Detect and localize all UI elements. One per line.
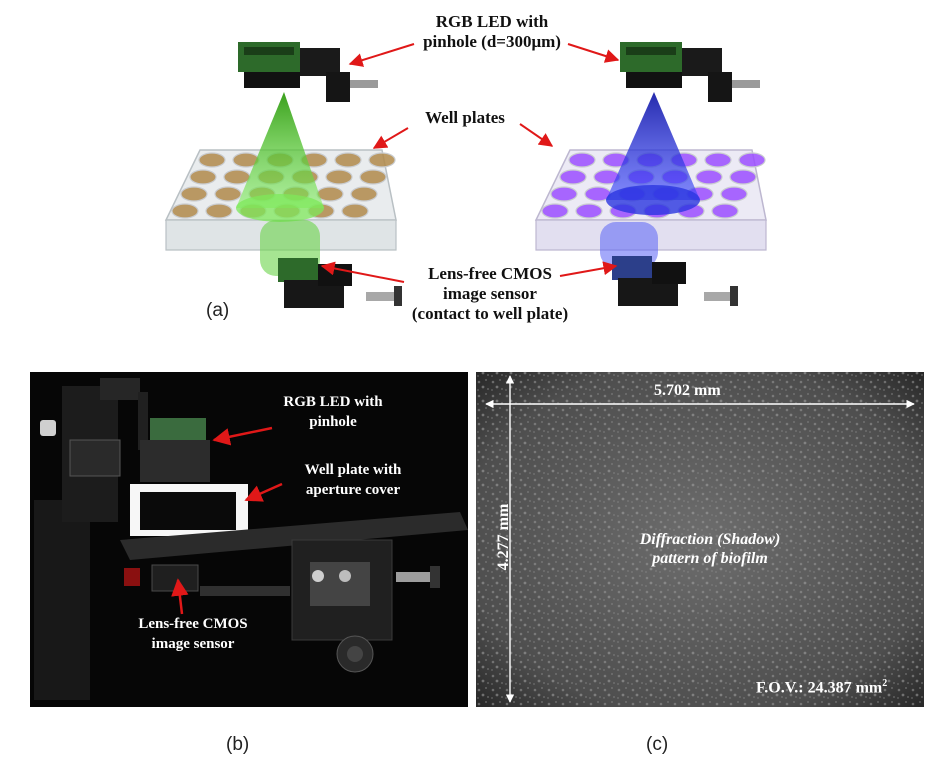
well	[350, 186, 378, 202]
right-cone-base	[606, 185, 700, 215]
well	[559, 169, 587, 185]
well	[359, 169, 387, 185]
arrow-sensor-left	[320, 261, 405, 283]
led-board	[150, 418, 206, 440]
well	[738, 152, 766, 168]
diffraction-caption: Diffraction (Shadow) pattern of biofilm	[600, 530, 820, 568]
diffraction-caption-line2: pattern of biofilm	[652, 550, 768, 567]
arrow-sensor-right	[559, 261, 618, 277]
well	[720, 186, 748, 202]
label-b-sensor: Lens-free CMOS image sensor	[118, 614, 268, 654]
label-b-plate-line1: Well plate with	[304, 462, 402, 478]
label-b-sensor-line2: image sensor	[151, 636, 235, 652]
right-light-cone	[606, 92, 700, 200]
well	[729, 169, 757, 185]
vertical-post	[34, 500, 90, 700]
left-led-module	[238, 42, 378, 102]
label-b-sensor-line1: Lens-free CMOS	[138, 616, 248, 632]
arrow-b-sensor	[171, 578, 189, 615]
caption-c: (c)	[646, 734, 669, 755]
left-cone-base	[236, 194, 324, 222]
well	[575, 203, 603, 219]
arrow-b-plate	[244, 482, 283, 502]
caption-a: (a)	[206, 300, 230, 321]
label-a-led: RGB LED with pinhole (d=300μm)	[392, 12, 592, 52]
arrow-led-left	[348, 43, 415, 67]
height-label: 4.277 mm	[495, 503, 512, 571]
well	[325, 169, 353, 185]
well	[704, 152, 732, 168]
speckle-overlay	[476, 372, 924, 707]
well	[568, 152, 596, 168]
right-led-module	[620, 42, 760, 102]
fov-text: F.O.V.: 24.387 mm	[756, 679, 883, 697]
panel-a	[164, 42, 767, 308]
label-a-led-line2: pinhole (d=300μm)	[423, 32, 561, 51]
well	[316, 186, 344, 202]
well	[695, 169, 723, 185]
fov-superscript: 2	[882, 678, 888, 689]
well	[334, 152, 362, 168]
arrow-led-right	[567, 43, 620, 63]
label-a-sensor: Lens-free CMOS image sensor (contact to …	[390, 264, 590, 324]
label-a-sensor-line3: (contact to well plate)	[411, 304, 569, 323]
label-b-plate: Well plate with aperture cover	[278, 460, 428, 500]
well	[541, 203, 569, 219]
well	[205, 203, 233, 219]
panel-c	[476, 372, 924, 707]
well	[341, 203, 369, 219]
well	[214, 186, 242, 202]
diffraction-caption-line1: Diffraction (Shadow)	[639, 531, 781, 548]
label-a-led-line1: RGB LED with	[435, 12, 549, 31]
well	[198, 152, 226, 168]
left-light-cone	[236, 92, 324, 208]
label-b-led-line2: pinhole	[309, 414, 357, 430]
well	[223, 169, 251, 185]
label-a-sensor-line1: Lens-free CMOS	[428, 264, 552, 283]
label-a-wells: Well plates	[425, 108, 505, 127]
well	[180, 186, 208, 202]
well	[550, 186, 578, 202]
panel-b	[30, 372, 468, 707]
well	[368, 152, 396, 168]
fov-label: F.O.V.: 24.387 mm2	[756, 678, 887, 697]
label-b-led: RGB LED with pinhole	[258, 392, 408, 432]
arrow-b-led	[212, 426, 273, 446]
well	[189, 169, 217, 185]
well	[711, 203, 739, 219]
label-b-led-line1: RGB LED with	[283, 394, 383, 410]
sensor-board	[151, 564, 199, 592]
left-sensor-module	[278, 258, 402, 308]
label-b-plate-line2: aperture cover	[305, 482, 401, 498]
right-sensor-module	[612, 256, 738, 306]
arrow-wells-left	[372, 127, 409, 149]
width-label: 5.702 mm	[654, 382, 721, 399]
arrow-wells-right	[519, 123, 554, 147]
caption-b: (b)	[226, 734, 250, 755]
well	[171, 203, 199, 219]
label-a-sensor-line2: image sensor	[443, 284, 537, 303]
